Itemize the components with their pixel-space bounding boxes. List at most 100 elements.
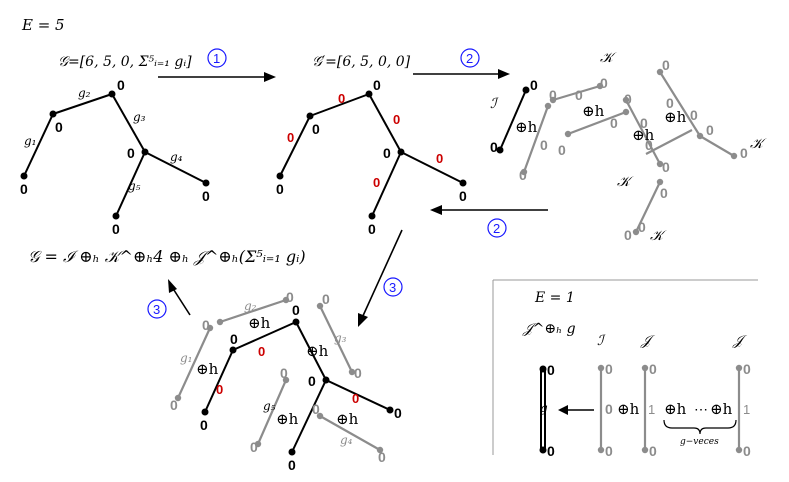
tree-d-zero: 0 <box>394 405 402 421</box>
oplus-h: ⊕h <box>515 118 538 136</box>
oplus-h: ⊕h <box>196 360 219 378</box>
tree-c-zero: 0 <box>666 95 674 111</box>
g-vector-label: 𝒢=[6, 5, 0, Σ⁵ᵢ₌₁ gᵢ] <box>58 54 192 70</box>
step-2b-marker <box>487 218 507 238</box>
tree-d-zero: 0 <box>286 289 294 305</box>
tree-c-zero: 0 <box>662 159 670 175</box>
tree-c-zero: 0 <box>530 77 538 93</box>
tree-d-zero: 0 <box>354 365 362 381</box>
g-edge-label: g <box>540 401 548 415</box>
tree-d-red-zero: 0 <box>352 391 359 406</box>
tree-b-red-zero: 0 <box>373 175 380 190</box>
step-2b-number: 2 <box>493 221 500 236</box>
tree-d-zero: 0 <box>312 401 320 417</box>
tree-d-zero: 0 <box>288 457 296 473</box>
legend-ellipsis: ⋯ <box>694 402 708 418</box>
tree-d-zero: 0 <box>230 331 238 347</box>
tree-c-zero: 0 <box>706 122 714 138</box>
tree-d: 0 0 0 0 0 0 0 0 0 0 0 0 0 0 0 0 0 0 ⊕h ⊕… <box>170 289 402 473</box>
tree-d-zero: 0 <box>200 417 208 433</box>
e1-label: E = 1 <box>534 290 575 306</box>
tree-a-edge-label: g₅ <box>128 179 141 193</box>
brace <box>663 419 737 435</box>
tree-c-zero: 0 <box>610 115 618 131</box>
tree-d-zero: 0 <box>292 302 300 318</box>
tree-d-red-zero: 0 <box>258 344 265 359</box>
tree-d-zero: 0 <box>308 373 316 389</box>
oplus-h: ⊕h <box>336 410 359 428</box>
tree-d-edge-label: g₃ <box>334 331 347 345</box>
tree-d-zero: 0 <box>378 449 386 465</box>
tree-c-zero: 0 <box>640 115 648 131</box>
tree-b-zero: 0 <box>312 121 320 137</box>
step-3b-number: 3 <box>153 302 160 317</box>
legend-zero: 0 <box>605 361 613 377</box>
step-1-marker <box>207 48 227 68</box>
tree-b-red-zero: 0 <box>393 112 400 127</box>
tree-c-zero: 0 <box>662 57 670 73</box>
tree-c-zero: 0 <box>575 87 583 103</box>
tree-a-zero: 0 <box>202 188 210 204</box>
weight-one: 1 <box>743 402 750 417</box>
tree-d-edge-label: g₄ <box>340 433 353 447</box>
tree-b-zero: 0 <box>373 77 381 93</box>
e1-legend-box: E = 1 𝒥^⊕ₕ g 0 0 g ℐ 0 0 0 ⊕h 𝒥 0 0 1 ⊕h… <box>492 279 758 459</box>
oplus-h: ⊕h <box>582 102 605 120</box>
tree-d-zero: 0 <box>280 365 288 381</box>
i-symbol: ℐ <box>490 96 499 112</box>
tree-c-zero: 0 <box>690 107 698 123</box>
step-3-number: 3 <box>389 280 396 295</box>
decomposition-formula: 𝒢 = ℐ ⊕ₕ 𝒦^⊕ₕ4 ⊕ₕ 𝒥^⊕ₕ(Σ⁵ᵢ₌₁ gᵢ) <box>28 247 306 266</box>
legend-zero: 0 <box>605 401 613 417</box>
tree-a-edge-label: g₃ <box>133 110 146 124</box>
legend-zero: 0 <box>605 443 613 459</box>
tree-a-zero: 0 <box>117 77 125 93</box>
tree-c-zero: 0 <box>519 167 527 183</box>
tree-c-zero: 0 <box>645 137 653 153</box>
legend-i-symbol: ℐ <box>597 333 606 349</box>
tree-c-zero: 0 <box>540 137 548 153</box>
k-symbol: 𝒦 <box>750 136 768 152</box>
tree-a-edge-label: g₂ <box>78 86 91 100</box>
e-label-top: E = 5 <box>21 16 65 34</box>
oplus-h: ⊕h <box>664 400 687 418</box>
tree-c-zero: 0 <box>638 219 646 235</box>
tree-d-zero: 0 <box>322 291 330 307</box>
tree-a-zero: 0 <box>20 181 28 197</box>
legend-zero: 0 <box>743 361 751 377</box>
tree-c-zero: 0 <box>558 142 566 158</box>
step-1-number: 1 <box>213 51 220 66</box>
tree-c-zero: 0 <box>740 145 748 161</box>
legend-zero: 0 <box>547 443 555 459</box>
weight-one: 1 <box>648 402 655 417</box>
tree-a-zero: 0 <box>127 145 135 161</box>
oplus-h: ⊕h <box>664 108 687 126</box>
k-symbol: 𝒦 <box>617 174 635 190</box>
tree-c-zero: 0 <box>624 91 632 107</box>
g-prime-label: 𝒢′=[6, 5, 0, 0] <box>312 54 411 70</box>
tree-c-zero: 0 <box>600 75 608 91</box>
tree-b-red-zero: 0 <box>338 91 345 106</box>
tree-c-zero: 0 <box>490 139 498 155</box>
tree-d-red-zero: 0 <box>216 382 223 397</box>
tree-c-zero: 0 <box>549 87 557 103</box>
tree-a-edge-label: g₄ <box>170 150 183 164</box>
oplus-h: ⊕h <box>710 400 733 418</box>
tree-d-edge-label: g₂ <box>244 299 257 313</box>
tree-b: 0 0 0 0 0 0 0 0 0 0 0 <box>276 77 467 237</box>
tree-b-zero: 0 <box>276 181 284 197</box>
tree-d-zero: 0 <box>250 439 258 455</box>
tree-a-edge-label: g₁ <box>24 134 37 148</box>
j-power-label: 𝒥^⊕ₕ g <box>522 321 576 337</box>
tree-a-zero: 0 <box>112 221 120 237</box>
tree-b-red-zero: 0 <box>436 151 443 166</box>
tree-d-edge-label: g₅ <box>263 399 276 413</box>
step-2-number: 2 <box>466 51 473 66</box>
tree-b-zero: 0 <box>459 188 467 204</box>
g-veces-label: g−veces <box>680 437 719 447</box>
tree-c-decomposed: 0 0 ℐ ⊕h 0 0 0 0 0 0 0 0 <box>490 50 768 244</box>
step-2-marker <box>460 48 480 68</box>
legend-zero: 0 <box>649 361 657 377</box>
oplus-h: ⊕h <box>617 400 640 418</box>
